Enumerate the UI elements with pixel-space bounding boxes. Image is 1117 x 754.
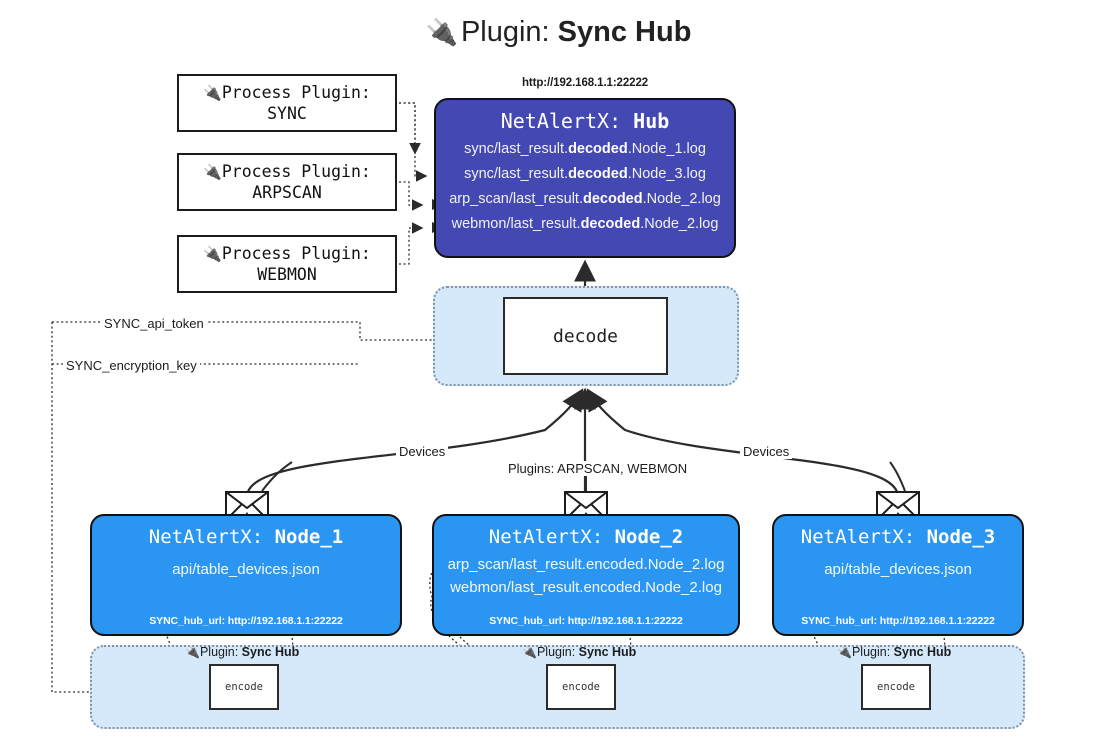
node-line: api/table_devices.json bbox=[824, 561, 972, 578]
log-mid: decoded bbox=[568, 165, 628, 182]
page-title: 🔌Plugin: Sync Hub bbox=[0, 16, 1117, 49]
log-mid: decoded bbox=[568, 141, 628, 157]
encoder-caption-2: 🔌Plugin: Sync Hub bbox=[522, 645, 636, 659]
process-plugin-prefix: Process Plugin: bbox=[221, 243, 371, 263]
process-plugin-webmon[interactable]: 🔌Process Plugin: WEBMON bbox=[177, 235, 397, 293]
node-line-list: api/table_devices.json bbox=[92, 559, 400, 582]
node-title-prefix: NetAlertX: bbox=[148, 526, 264, 548]
node-2[interactable]: NetAlertX: Node_2 arp_scan/last_result.e… bbox=[432, 514, 740, 636]
node-title: NetAlertX: Node_2 bbox=[434, 526, 738, 548]
encoder-caption-1: 🔌Plugin: Sync Hub bbox=[185, 645, 299, 659]
process-plugin-sync[interactable]: 🔌Process Plugin: SYNC bbox=[177, 74, 397, 132]
node-line-list: arp_scan/last_result.encoded.Node_2.log … bbox=[434, 554, 738, 599]
node-title-name: Node_2 bbox=[614, 526, 684, 548]
encode-box-1[interactable]: encode bbox=[209, 664, 279, 710]
hub-url-label: http://192.168.1.1:22222 bbox=[521, 77, 649, 89]
node-1[interactable]: NetAlertX: Node_1 api/table_devices.json… bbox=[90, 514, 402, 636]
node-line-list: api/table_devices.json bbox=[774, 559, 1022, 582]
process-plugin-arpscan[interactable]: 🔌Process Plugin: ARPSCAN bbox=[177, 153, 397, 211]
encoder-caption-prefix: Plugin: bbox=[199, 645, 239, 659]
plug-icon: 🔌 bbox=[203, 84, 222, 102]
plug-icon: 🔌 bbox=[837, 645, 852, 659]
devices-label-left: Devices bbox=[396, 444, 449, 459]
node-3[interactable]: NetAlertX: Node_3 api/table_devices.json… bbox=[772, 514, 1024, 636]
encoder-caption-name: Sync Hub bbox=[893, 645, 952, 659]
title-name: Sync Hub bbox=[557, 16, 692, 48]
plug-icon: 🔌 bbox=[203, 163, 222, 181]
process-plugin-prefix: Process Plugin: bbox=[221, 82, 371, 102]
hub-log-row: webmon/last_result.decoded.Node_2.log bbox=[436, 212, 734, 237]
hub-log-list: sync/last_result.decoded.Node_1.log sync… bbox=[436, 137, 734, 237]
plug-icon: 🔌 bbox=[185, 645, 200, 659]
plug-icon: 🔌 bbox=[203, 245, 222, 263]
node-title-prefix: NetAlertX: bbox=[488, 526, 604, 548]
node-line: webmon/last_result.encoded.Node_2.log bbox=[450, 578, 722, 596]
node-line: api/table_devices.json bbox=[172, 561, 320, 578]
hub-log-row: arp_scan/last_result.decoded.Node_2.log bbox=[436, 187, 734, 212]
encoder-caption-3: 🔌Plugin: Sync Hub bbox=[837, 645, 951, 659]
log-post: .Node_1.log bbox=[627, 141, 706, 157]
hub-title-prefix: NetAlertX: bbox=[500, 109, 622, 133]
hub-log-row: sync/last_result.decoded.Node_1.log bbox=[436, 137, 734, 162]
encoder-caption-prefix: Plugin: bbox=[851, 645, 891, 659]
node-hub-url: SYNC_hub_url: http://192.168.1.1:22222 bbox=[801, 615, 995, 627]
node-title-name: Node_1 bbox=[274, 526, 344, 548]
log-pre: sync/last_result. bbox=[464, 165, 569, 182]
node-line: arp_scan/last_result.encoded.Node_2.log bbox=[447, 556, 725, 573]
process-plugin-prefix: Process Plugin: bbox=[221, 161, 371, 181]
devices-label-right: Devices bbox=[740, 444, 793, 459]
log-post: .Node_3.log bbox=[627, 165, 706, 182]
hub-title: NetAlertX: Hub bbox=[436, 109, 734, 133]
plug-icon: 🔌 bbox=[522, 645, 537, 659]
log-pre: arp_scan/last_result. bbox=[449, 190, 583, 207]
log-mid: decoded bbox=[580, 215, 641, 232]
log-pre: sync/last_result. bbox=[464, 141, 569, 157]
plug-icon: 🔌 bbox=[425, 17, 458, 47]
node-title: NetAlertX: Node_3 bbox=[774, 526, 1022, 548]
decode-box[interactable]: decode bbox=[503, 297, 668, 375]
node-title-name: Node_3 bbox=[926, 526, 996, 548]
node-hub-url: SYNC_hub_url: http://192.168.1.1:22222 bbox=[149, 615, 343, 627]
hub-node[interactable]: NetAlertX: Hub sync/last_result.decoded.… bbox=[434, 98, 736, 258]
node-title: NetAlertX: Node_1 bbox=[92, 526, 400, 548]
process-plugin-name: SYNC bbox=[267, 104, 307, 124]
sync-encryption-key-label: SYNC_encryption_key bbox=[63, 358, 200, 373]
encoder-caption-prefix: Plugin: bbox=[536, 645, 576, 659]
plugins-label-center: Plugins: ARPSCAN, WEBMON bbox=[505, 461, 691, 476]
encoder-caption-name: Sync Hub bbox=[241, 645, 300, 659]
log-pre: webmon/last_result. bbox=[451, 215, 581, 232]
encode-box-2[interactable]: encode bbox=[546, 664, 616, 710]
log-post: .Node_2.log bbox=[642, 190, 721, 207]
log-post: .Node_2.log bbox=[640, 215, 719, 232]
hub-log-row: sync/last_result.decoded.Node_3.log bbox=[436, 162, 734, 187]
title-prefix: Plugin: bbox=[460, 16, 550, 48]
encode-box-3[interactable]: encode bbox=[861, 664, 931, 710]
sync-api-token-label: SYNC_api_token bbox=[101, 316, 207, 331]
process-plugin-name: WEBMON bbox=[257, 265, 317, 285]
node-hub-url: SYNC_hub_url: http://192.168.1.1:22222 bbox=[489, 615, 683, 627]
log-mid: decoded bbox=[582, 190, 643, 207]
hub-title-name: Hub bbox=[633, 109, 670, 133]
process-plugin-name: ARPSCAN bbox=[252, 183, 322, 203]
encoder-caption-name: Sync Hub bbox=[578, 645, 637, 659]
node-title-prefix: NetAlertX: bbox=[800, 526, 916, 548]
